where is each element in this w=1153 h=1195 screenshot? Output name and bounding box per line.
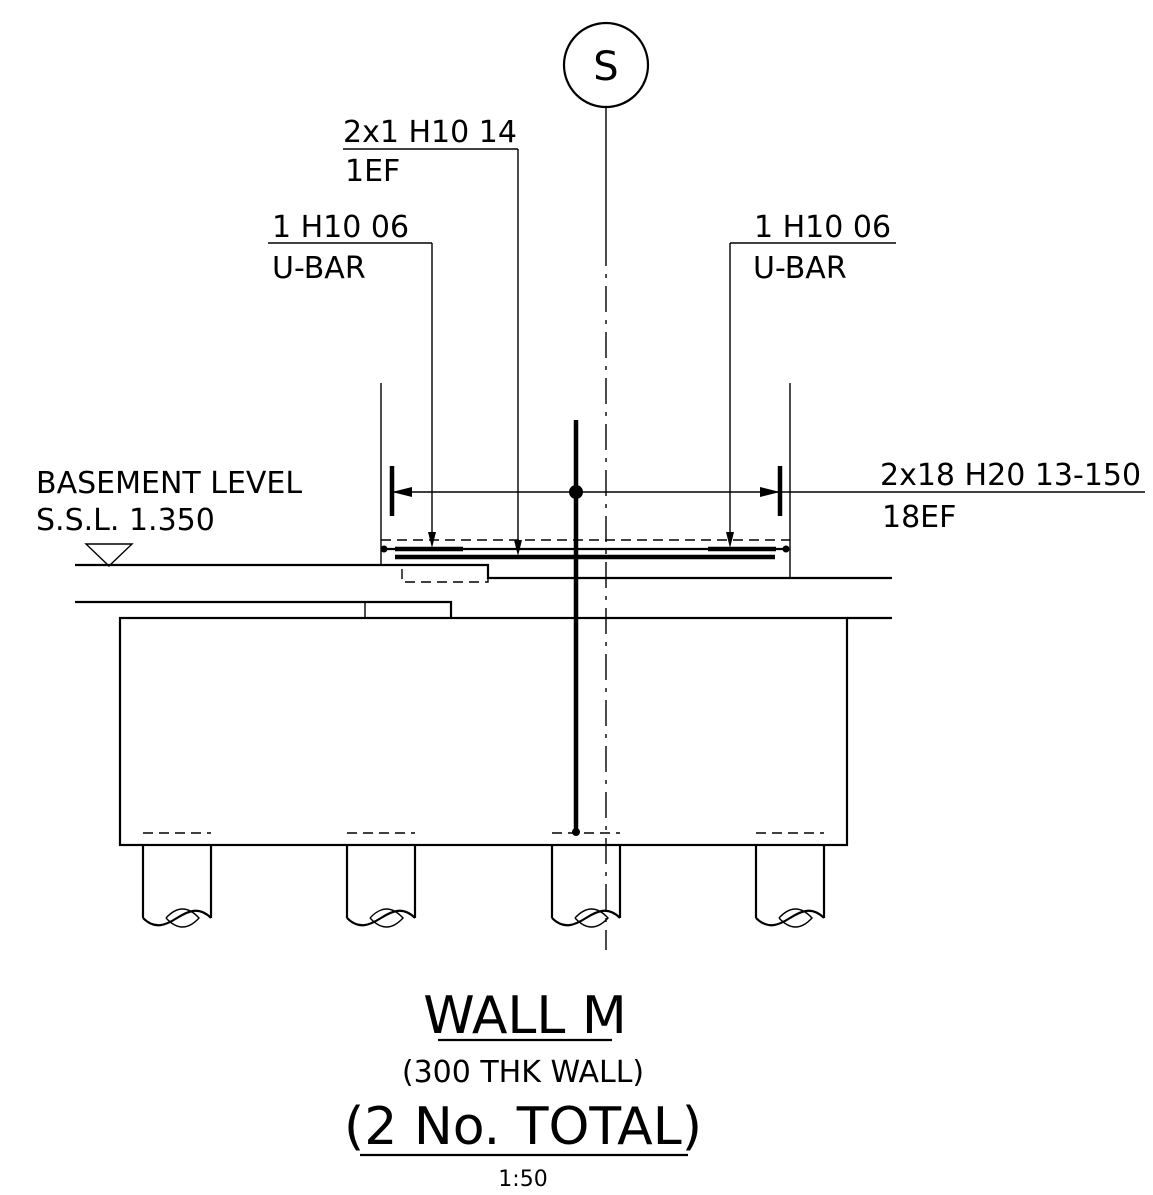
callout-ubar-right-line2: U-BAR <box>753 251 847 286</box>
arrowhead <box>760 487 780 497</box>
drawing-subtitle: (300 THK WALL) <box>402 1055 644 1090</box>
callout-ubar-left-line2: U-BAR <box>272 251 366 286</box>
arrowhead <box>392 487 412 497</box>
level-line1: BASEMENT LEVEL <box>36 466 302 501</box>
grid-label: S <box>593 44 618 90</box>
callout-ubar-left: 1 H10 06 U-BAR <box>268 210 436 548</box>
callout-main-bar-line1: 2x18 H20 13-150 <box>880 458 1141 493</box>
drawing-total: (2 No. TOTAL) <box>344 1097 702 1157</box>
level-triangle <box>84 543 134 567</box>
slab-top-left <box>75 563 892 580</box>
callout-top-bar-line1: 2x1 H10 14 <box>343 115 517 150</box>
callout-top-bar: 2x1 H10 14 1EF <box>343 115 522 556</box>
grid-bubble: S <box>562 21 650 109</box>
callout-top-bar-line2: 1EF <box>345 154 400 189</box>
level-marker: BASEMENT LEVEL S.S.L. 1.350 <box>36 466 302 567</box>
pile <box>345 832 417 928</box>
bar-end-left <box>380 545 388 553</box>
bar-end-right <box>782 545 790 553</box>
pile <box>550 832 622 928</box>
level-line2: S.S.L. 1.350 <box>36 503 215 538</box>
pile-cap <box>118 616 849 847</box>
slab-recess <box>401 564 489 583</box>
drawing-scale: 1:50 <box>498 1167 547 1192</box>
callout-ubar-right: 1 H10 06 U-BAR <box>726 210 896 548</box>
slab-lower <box>75 600 453 618</box>
callout-main-bar: 2x18 H20 13-150 18EF <box>389 458 1145 535</box>
callout-main-bar-line2: 18EF <box>882 500 956 535</box>
callout-ubar-left-line1: 1 H10 06 <box>272 210 409 245</box>
pile <box>141 832 213 928</box>
vertical-bar-dot <box>569 485 583 499</box>
pile <box>754 832 826 928</box>
title-block: WALL M (300 THK WALL) (2 No. TOTAL) 1:50 <box>344 986 702 1192</box>
callout-ubar-right-line1: 1 H10 06 <box>754 210 891 245</box>
drawing-title: WALL M <box>423 986 626 1046</box>
vertical-bar-end <box>572 828 580 836</box>
arrowhead <box>726 532 734 548</box>
